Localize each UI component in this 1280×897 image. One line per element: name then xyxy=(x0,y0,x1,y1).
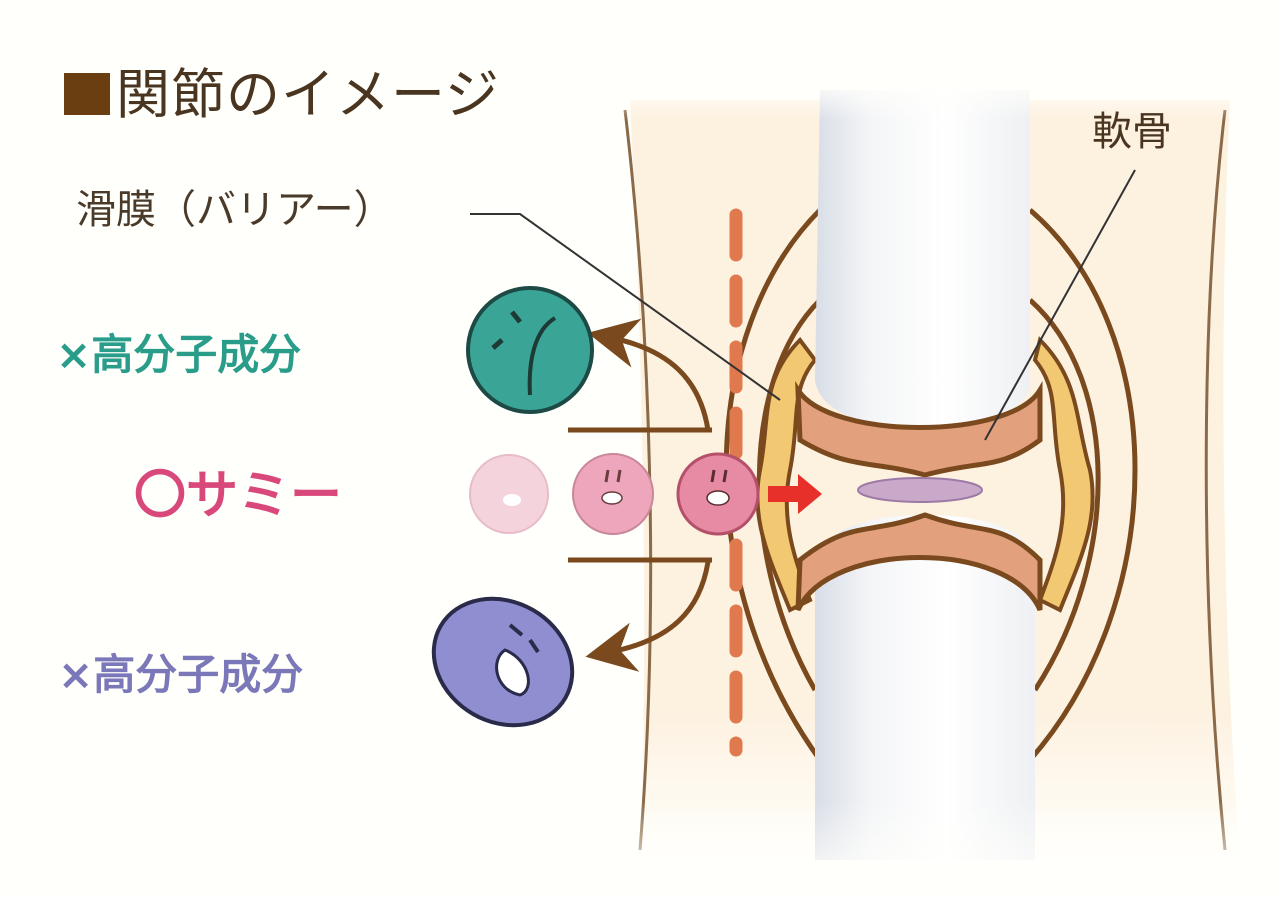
synovial-membrane-left xyxy=(755,336,818,613)
cartilage-lower xyxy=(795,512,1043,612)
cartilage-leader-line xyxy=(984,169,1136,441)
limb-outline-right xyxy=(1204,109,1227,851)
sammy-passing xyxy=(676,452,760,536)
blocked-bottom-label: ×高分子成分 xyxy=(58,650,304,699)
fade-top xyxy=(600,80,1260,120)
title-square-marker xyxy=(64,73,110,115)
lower-bone xyxy=(815,515,1035,860)
high-molecular-component-bottom xyxy=(431,596,575,728)
deflect-arrow-top xyxy=(587,318,711,431)
capsule-mid-right xyxy=(1028,298,1101,692)
cartilage-label: 軟骨 xyxy=(1092,109,1172,155)
sammy-medium xyxy=(572,453,654,535)
synovium-label: 滑膜（バリアー） xyxy=(76,187,394,233)
diagram-title-text: 関節のイメージ xyxy=(116,63,500,126)
sammy-in-joint-space xyxy=(857,477,983,503)
limb-outline-left xyxy=(623,109,653,851)
synovium-leader-line xyxy=(470,213,781,401)
fade-bottom xyxy=(600,800,1260,897)
deflect-arrow-bottom xyxy=(585,561,711,672)
cartilage-upper xyxy=(795,380,1043,478)
upper-bone xyxy=(815,90,1030,430)
passes-label: 〇サミー xyxy=(134,466,343,526)
high-molecular-component-top xyxy=(466,286,594,414)
pass-through-arrow xyxy=(768,474,822,514)
diagram-title: 関節のイメージ xyxy=(64,68,500,122)
blocked-top-label: ×高分子成分 xyxy=(56,330,302,379)
synovial-membrane-right xyxy=(1032,336,1095,613)
sammy-faint xyxy=(469,454,549,534)
